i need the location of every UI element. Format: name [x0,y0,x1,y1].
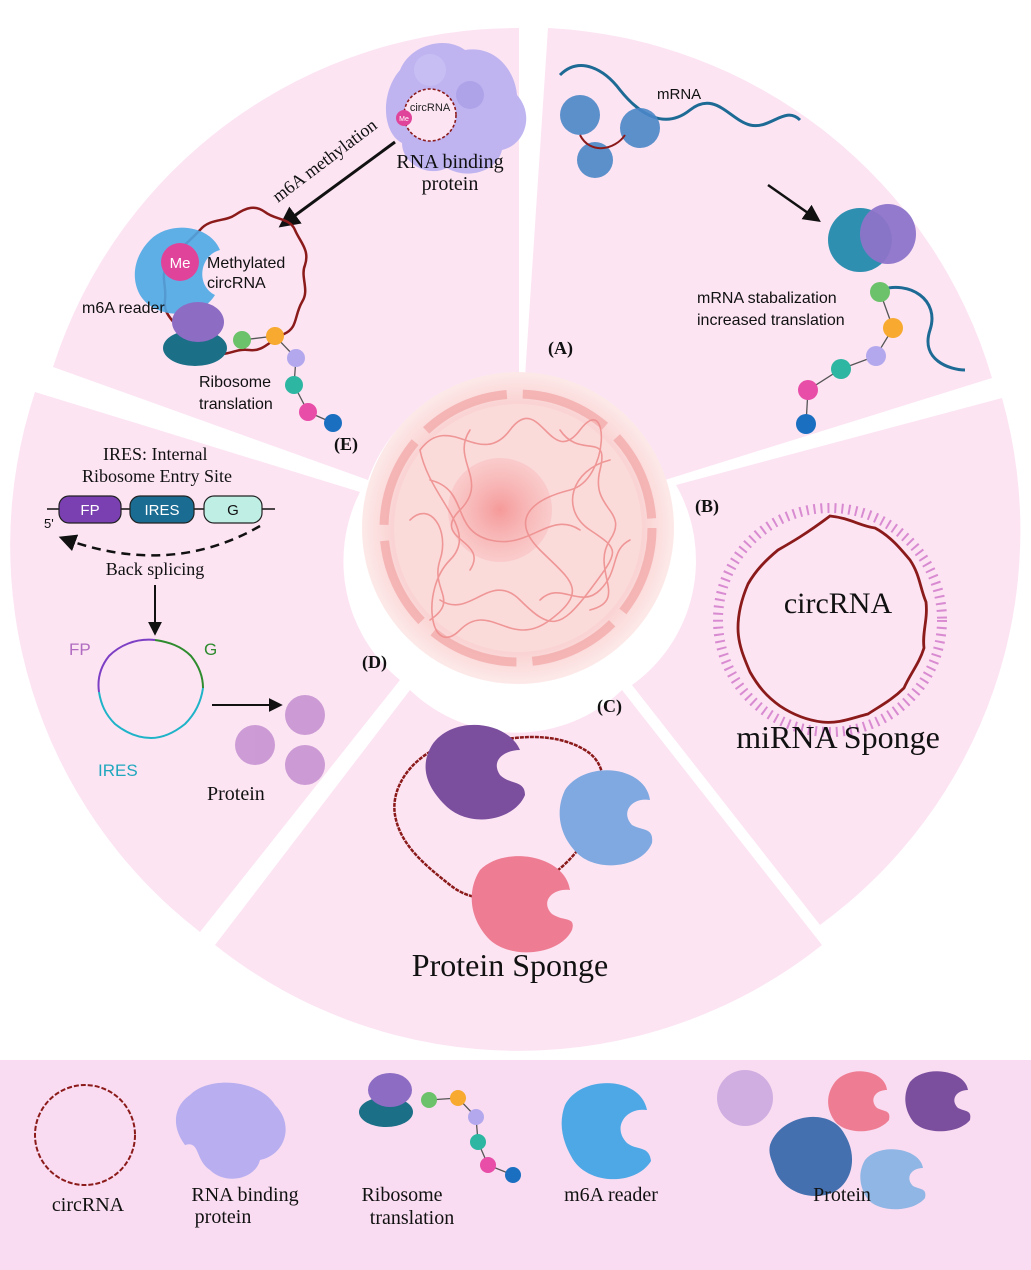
stabilized-ribosome-icon [828,204,916,272]
mirna-sponge-title: miRNA Sponge [736,719,940,755]
panel-a-label: (A) [548,338,573,359]
legend-m6a-reader: m6A reader [561,1083,658,1206]
panel-b-sector [632,398,1021,925]
peptide-chain-icon [233,327,342,432]
methylated-label-line2: circRNA [207,275,266,292]
m6a-reader-icon [561,1083,651,1180]
mrna-label: mRNA [657,86,701,103]
rbp-label-line1: RNA binding [396,151,503,173]
protein-sponge-title: Protein Sponge [412,947,608,983]
m6a-reader-label: m6A reader [82,300,165,317]
ribosome-icon [163,302,227,366]
legend-ribosome-label-line2: translation [370,1207,454,1229]
ribosome-label-line2: translation [199,396,273,413]
protein-icon [860,1149,926,1210]
panel-d-label: (D) [362,652,387,673]
protein-icon [905,1071,971,1132]
mirna-binding-icon [713,503,947,737]
legend-ribosome: Ribosome translation [359,1073,521,1229]
me-label: Me [170,255,191,272]
small-circrna-icon: circRNA Me [396,88,457,142]
ires-definition-line1: IRES: Internal [103,444,207,464]
circ-ires-segment [98,687,204,740]
legend-rbp-label-line1: RNA binding [191,1184,298,1206]
methylation-arrow-icon [278,140,396,228]
legend-ribosome-label-line1: Ribosome [361,1184,442,1206]
circ-g-segment [154,639,204,689]
protein-icon [828,1071,890,1132]
ires-definition-line2: Ribosome Entry Site [82,466,232,486]
circ-fp-segment [97,638,156,693]
me-marker-icon [161,243,199,281]
product-protein-label: Protein [207,783,265,805]
gene-fp-label: FP [80,502,99,519]
gene-g-label: G [227,502,239,519]
stabilization-caption-line1: mRNA stabalization [697,290,837,307]
circ-fp-label: FP [69,640,91,659]
stabilization-arrow-icon [767,183,821,223]
mrna-strand-icon [558,64,802,128]
rna-binding-protein-icon [385,42,527,174]
legend-circrna-label: circRNA [52,1194,125,1216]
methylated-label-line1: Methylated [207,255,285,272]
legend-protein: Protein [717,1070,971,1210]
circ-g-label: G [204,640,217,659]
back-splicing-label: Back splicing [106,559,204,579]
legend-circrna: circRNA [34,1084,136,1216]
mirna-circrna-icon [736,514,928,724]
gene-ires-block [129,495,195,524]
mrna-tail-icon [879,285,966,372]
legend: circRNA RNA binding protein Ribosome tra… [0,1060,1031,1270]
circrna-icon [34,1084,136,1186]
rna-binding-protein-icon [175,1082,286,1179]
product-protein-icon [235,695,325,785]
protein-sponge-purple-icon [425,724,525,820]
legend-m6a-reader-label: m6A reader [564,1184,658,1206]
small-circrna-label: circRNA [410,102,451,114]
gene-ires-label: IRES [144,502,179,519]
protein-sponge-pink-icon [471,856,573,953]
legend-rbp-label-line2: protein [195,1206,252,1228]
gene-g-block [203,495,263,524]
panel-b: (B) circRNA miRNA Sponge [695,496,947,755]
panel-c-label: (C) [597,696,622,717]
small-me-label: Me [399,116,409,123]
protein-icon [769,1116,853,1196]
legend-rbp: RNA binding protein [175,1082,299,1228]
stabilization-caption-line2: increased translation [697,312,845,329]
nucleus-icon [362,372,674,684]
protein-sponge-blue-icon [559,770,653,866]
five-prime-label: 5' [44,516,54,531]
peptide-chain-a-icon [796,282,903,434]
circ-ires-label: IRES [98,761,138,780]
circrna-center-label: circRNA [784,587,893,620]
gene-fp-block [58,495,122,524]
ribosome-icon [359,1073,413,1127]
panel-d-sector [10,392,401,932]
protein-icon [717,1070,773,1126]
panel-a: mRNA mRNA stabalization increased transl… [548,64,966,434]
panel-d: IRES: Internal Ribosome Entry Site 5' FP… [44,444,387,805]
panel-e-label: (E) [334,434,358,455]
ribosome-cluster-icon [560,95,660,178]
ribosome-label-line1: Ribosome [199,374,271,391]
panel-b-label: (B) [695,496,719,517]
rbp-label-line2: protein [422,173,479,195]
legend-protein-label: Protein [813,1184,871,1206]
panel-c: (C) Protein Sponge [393,696,653,983]
